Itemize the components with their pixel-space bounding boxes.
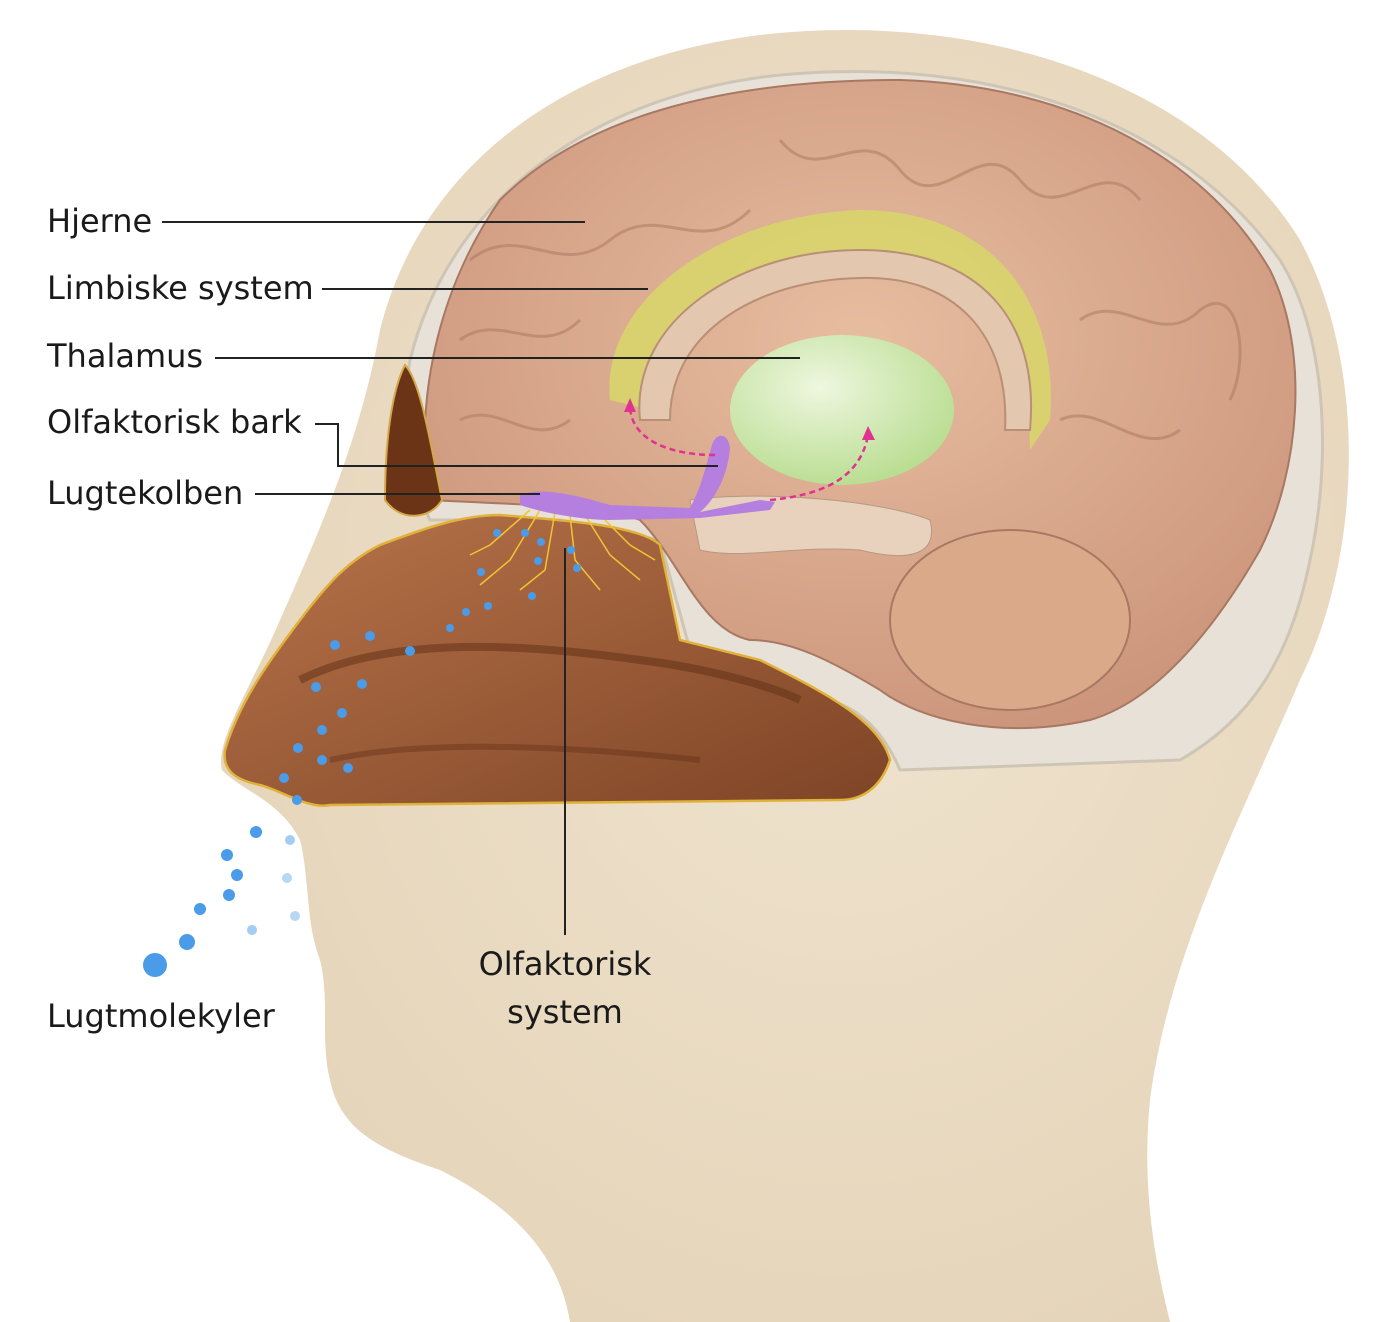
corpus-callosum xyxy=(638,248,1033,431)
label-limbic-system: Limbiske system xyxy=(47,269,314,307)
nasal-cavity xyxy=(223,513,892,808)
odor-molecules xyxy=(143,529,581,977)
leader-lines xyxy=(162,221,800,935)
cerebellum xyxy=(889,529,1131,711)
brain-gyri xyxy=(459,139,1242,440)
label-thalamus: Thalamus xyxy=(47,337,204,375)
label-odor-molecules: Lugtmolekyler xyxy=(47,997,275,1035)
nasal-concha xyxy=(298,642,802,704)
label-olfactory-system-line2: system xyxy=(507,993,623,1031)
thalamus xyxy=(730,335,954,485)
frontal-sinus xyxy=(383,363,444,517)
olfactory-nerves xyxy=(469,509,656,591)
label-olfactory-cortex: Olfaktorisk bark xyxy=(47,403,302,441)
label-olfactory-bulb: Lugtekolben xyxy=(47,474,244,512)
label-olfactory-system-line1: Olfaktorisk xyxy=(478,945,652,983)
label-brain: Hjerne xyxy=(47,202,153,240)
nasal-concha-lower xyxy=(329,743,701,763)
signal-arrows xyxy=(628,404,870,502)
olfactory-bulb xyxy=(520,435,775,520)
